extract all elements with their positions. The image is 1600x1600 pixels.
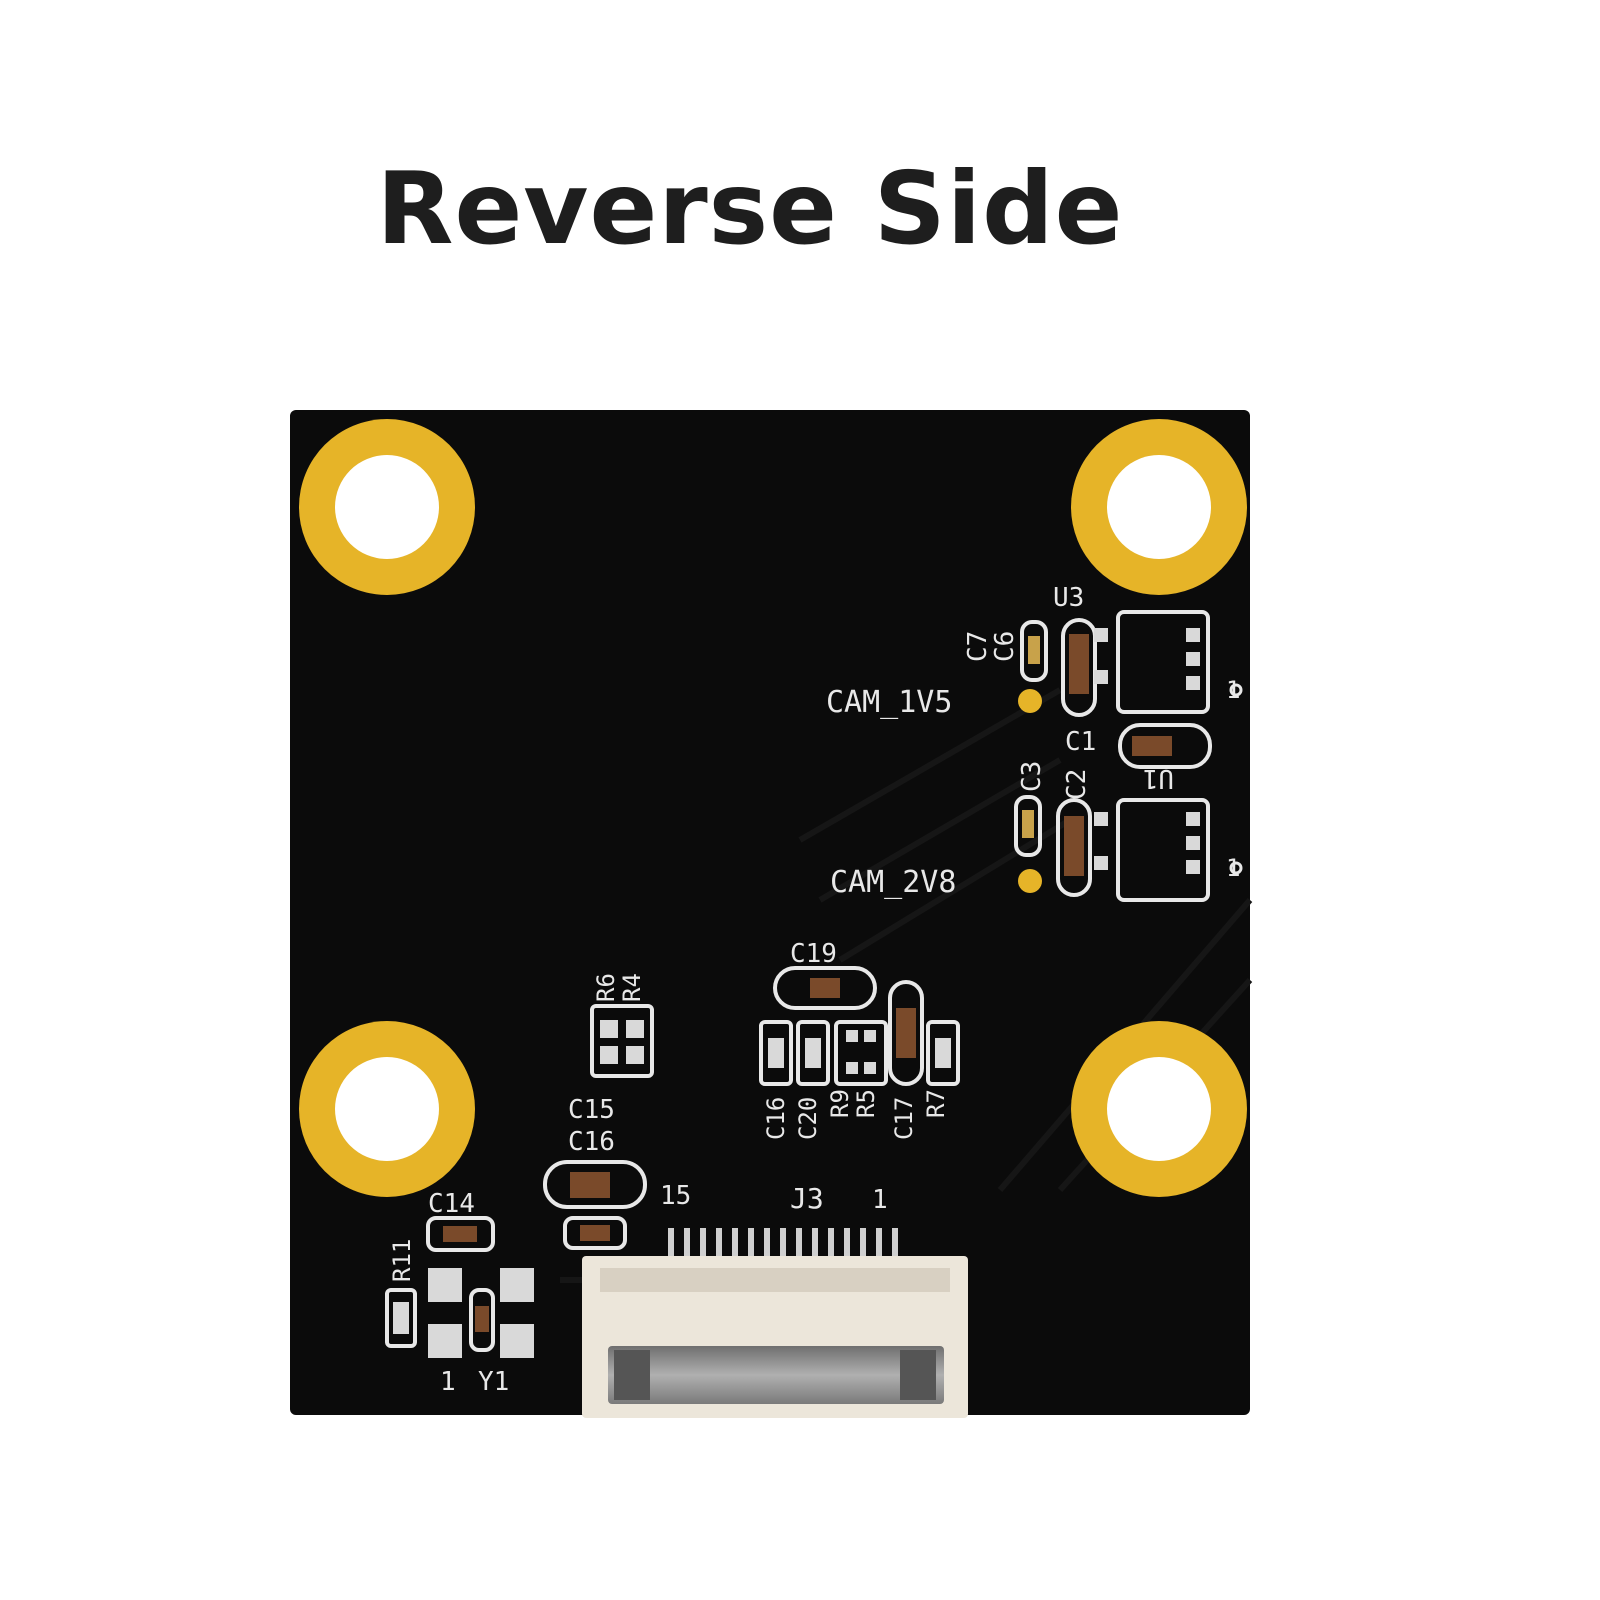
mounting-hole-bottom-right (1071, 1021, 1247, 1197)
label-c6: C6 (990, 631, 1020, 662)
silkscreen-labels: U3 C7 C6 CAM_1V5 C1 C2 C3 U1 CAM_2V8 1 1… (388, 583, 1240, 1397)
label-r9: R9 (826, 1089, 854, 1118)
test-pad-cam-2v8 (1018, 869, 1042, 893)
label-pin-15: 15 (660, 1181, 691, 1211)
test-pad-cam-1v5 (1018, 689, 1042, 713)
pcb-board (290, 410, 1250, 1415)
label-cam-1v5: CAM_1V5 (826, 685, 952, 720)
label-c16b: C16 (762, 1097, 790, 1140)
label-r6: R6 (592, 973, 620, 1002)
mounting-hole-top-right (1071, 419, 1247, 595)
passive-cluster (590, 966, 960, 1086)
fpc-connector-j3 (582, 1228, 968, 1418)
regulator-u1 (1014, 795, 1210, 902)
label-u3: U3 (1053, 583, 1084, 613)
label-pin1-mid: 1 (1226, 854, 1240, 882)
label-c7: C7 (963, 631, 993, 662)
label-r5: R5 (852, 1089, 880, 1118)
label-y1-pin: 1 (440, 1367, 456, 1397)
label-cam-2v8: CAM_2V8 (830, 865, 956, 900)
label-c15: C15 (568, 1095, 615, 1125)
label-c20: C20 (794, 1097, 822, 1140)
label-c3: C3 (1017, 761, 1047, 792)
label-u1: U1 (1143, 763, 1174, 793)
regulator-u3 (1020, 610, 1212, 769)
label-c2: C2 (1062, 769, 1092, 800)
mounting-hole-bottom-left (299, 1021, 475, 1197)
label-c19: C19 (790, 939, 837, 969)
label-pin1-top: 1 (1226, 676, 1240, 704)
label-r7: R7 (922, 1089, 950, 1118)
label-r4: R4 (618, 973, 646, 1002)
label-c16: C16 (568, 1127, 615, 1157)
page-title: Reverse Side (376, 150, 1124, 267)
mounting-hole-top-left (299, 419, 475, 595)
label-pin-1: 1 (872, 1185, 888, 1215)
label-j3: J3 (790, 1182, 824, 1215)
label-c17: C17 (890, 1097, 918, 1140)
label-c1: C1 (1065, 727, 1096, 757)
crystal-y1-area (385, 1160, 647, 1352)
label-r11: R11 (388, 1239, 416, 1282)
label-y1: Y1 (478, 1367, 509, 1397)
label-c14: C14 (428, 1189, 475, 1219)
